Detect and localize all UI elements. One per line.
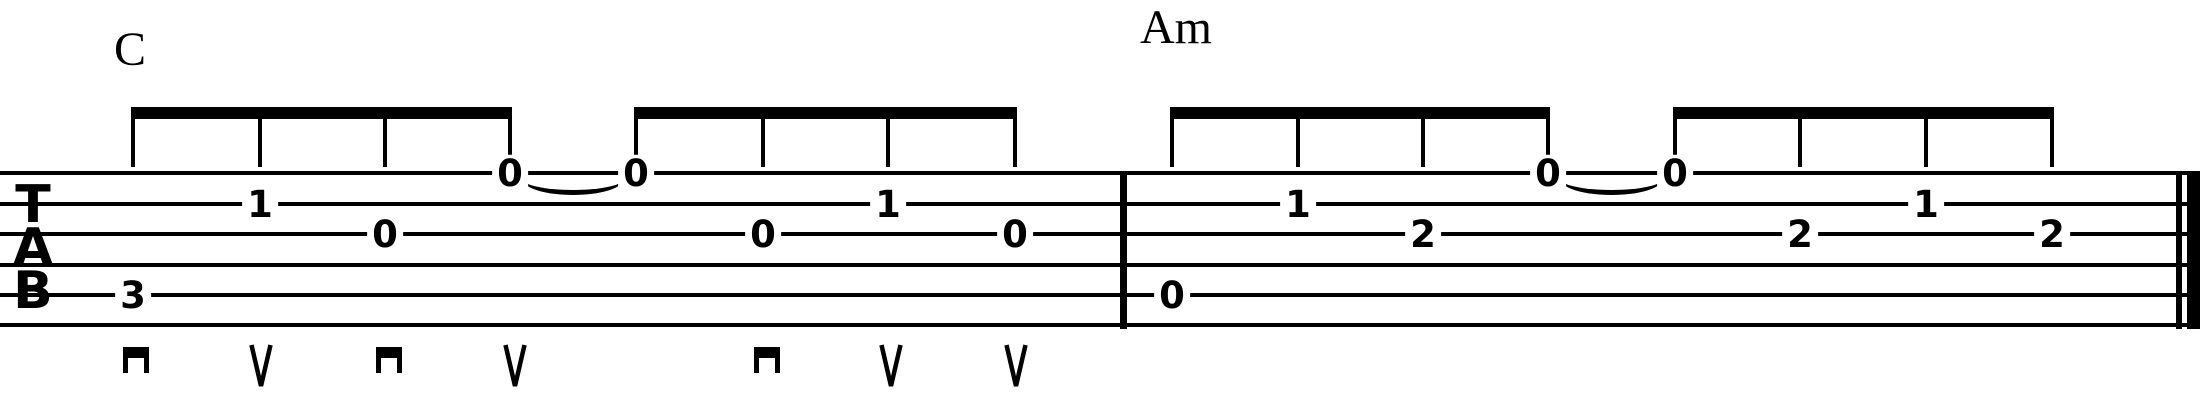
pick-downstroke-icon: [123, 347, 149, 373]
pick-downstroke-icon: [376, 347, 402, 373]
fret-number: 1: [1908, 185, 1944, 223]
fret-number: 0: [367, 215, 403, 253]
note-stem: [1924, 116, 1928, 167]
staff-line: [0, 232, 2200, 236]
staff-line: [0, 263, 2200, 267]
fret-number: 0: [997, 215, 1033, 253]
note-stem: [1421, 116, 1425, 167]
staff-line: [0, 293, 2200, 297]
fret-number: 0: [1657, 154, 1693, 192]
final-thick-barline: [2187, 171, 2200, 329]
note-stem: [634, 116, 638, 157]
note-stem: [258, 116, 262, 167]
fret-number: 2: [1782, 215, 1818, 253]
pick-upstroke-icon: [502, 344, 528, 393]
staff-line: [0, 323, 2200, 327]
pick-upstroke-icon: [248, 344, 274, 393]
tie-arc: [522, 177, 624, 195]
eighth-note-beam: [1170, 107, 1550, 119]
note-stem: [131, 116, 135, 167]
fret-number: 3: [115, 276, 151, 314]
staff-line: [0, 171, 2200, 175]
pick-downstroke-icon: [754, 347, 780, 373]
pick-upstroke-icon: [1003, 344, 1029, 393]
note-stem: [886, 116, 890, 167]
note-stem: [2050, 116, 2054, 167]
fret-number: 0: [1154, 276, 1190, 314]
measure-barline: [1120, 171, 1127, 329]
note-stem: [761, 116, 765, 167]
pick-upstroke-icon: [878, 344, 904, 393]
note-stem: [1798, 116, 1802, 167]
fret-number: 0: [1530, 154, 1566, 192]
tab-clef-letter-b: B: [13, 260, 53, 321]
eighth-note-beam: [634, 107, 1017, 119]
note-stem: [1546, 116, 1550, 157]
fret-number: 1: [1280, 185, 1316, 223]
eighth-note-beam: [1673, 107, 2054, 119]
eighth-note-beam: [131, 107, 512, 119]
fret-number: 2: [1405, 215, 1441, 253]
note-stem: [1013, 116, 1017, 167]
fret-number: 1: [242, 185, 278, 223]
staff-line: [0, 202, 2200, 206]
fret-number: 2: [2034, 215, 2070, 253]
note-stem: [1296, 116, 1300, 167]
fret-number: 0: [618, 154, 654, 192]
chord-label-c: C: [114, 23, 147, 76]
final-thin-barline: [2176, 171, 2182, 329]
chord-label-am: Am: [1140, 1, 1212, 54]
fret-number: 1: [870, 185, 906, 223]
tie-arc: [1560, 177, 1663, 195]
fret-number: 0: [492, 154, 528, 192]
note-stem: [508, 116, 512, 157]
fret-number: 0: [745, 215, 781, 253]
note-stem: [383, 116, 387, 167]
note-stem: [1170, 116, 1174, 167]
note-stem: [1673, 116, 1677, 157]
